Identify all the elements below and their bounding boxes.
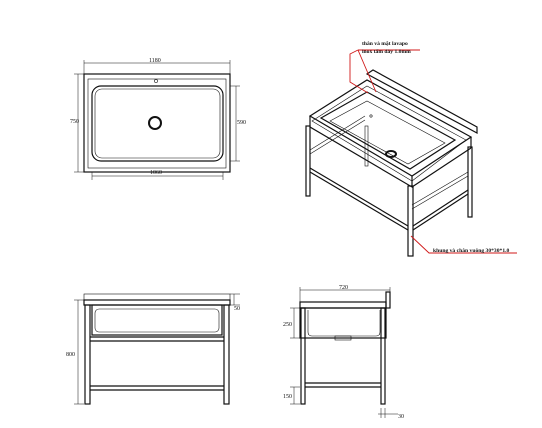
- iso-top-surface: [308, 79, 473, 177]
- front-elevation: 800 50: [66, 293, 240, 405]
- dim-backsplash: 50: [234, 306, 240, 312]
- dim-width-overall: 1180: [149, 58, 161, 64]
- side-elevation: 720 250 150 30: [283, 285, 404, 420]
- plan-basin-inner: [94, 88, 221, 159]
- front-leg-right: [223, 304, 230, 405]
- callout-top-line1: thân và mặt lavapo: [362, 41, 408, 47]
- plan-outer-outline: [83, 73, 231, 173]
- iso-basin-opening: [319, 91, 457, 170]
- dim-basin-height: 250: [283, 322, 292, 328]
- callout-frame-label: khung và chân vuông 30*30*1.0: [433, 248, 510, 254]
- iso-leg-front-right: [407, 185, 414, 257]
- side-backsplash: [385, 291, 391, 309]
- side-basin-outline: [307, 310, 381, 337]
- side-leg-back: [380, 307, 386, 405]
- iso-leg-back-left: [364, 125, 369, 167]
- side-top-slab: [299, 301, 387, 309]
- dim-shelf-height: 150: [283, 394, 292, 400]
- side-leg-front: [300, 307, 306, 405]
- front-top-slab: [83, 299, 231, 306]
- dim-leg-size: 30: [398, 414, 404, 420]
- front-leg-left: [84, 304, 91, 405]
- front-basin-outline: [94, 308, 220, 333]
- callout-top-line2: inox tấm dày 1.0mm: [362, 48, 411, 55]
- plan-inner-rim: [87, 78, 227, 169]
- plan-basin-outer: [91, 85, 224, 162]
- faucet-hole-icon: [154, 79, 158, 83]
- dim-side-depth: 720: [339, 285, 348, 291]
- front-apron: [91, 304, 223, 336]
- iso-leg-front-left: [305, 125, 311, 197]
- drain-icon: [148, 116, 162, 130]
- side-apron: [299, 307, 387, 339]
- dim-depth-overall: 750: [70, 119, 79, 125]
- dim-basin-depth: 590: [237, 120, 246, 126]
- callout-leader-top: [349, 49, 369, 94]
- dim-basin-width: 1060: [150, 170, 162, 176]
- iso-backsplash: [365, 69, 478, 135]
- isometric-view: thân và mặt lavapo inox tấm dày 1.0mm kh…: [305, 41, 517, 257]
- dim-height: 800: [66, 352, 75, 358]
- plan-view: 1180 750 1060 590: [70, 58, 246, 180]
- iso-leg-back-right: [467, 146, 473, 218]
- side-drain: [334, 335, 352, 341]
- front-backsplash: [83, 293, 231, 301]
- iso-drain-icon: [385, 150, 397, 158]
- callout-leader-frame: [410, 235, 517, 254]
